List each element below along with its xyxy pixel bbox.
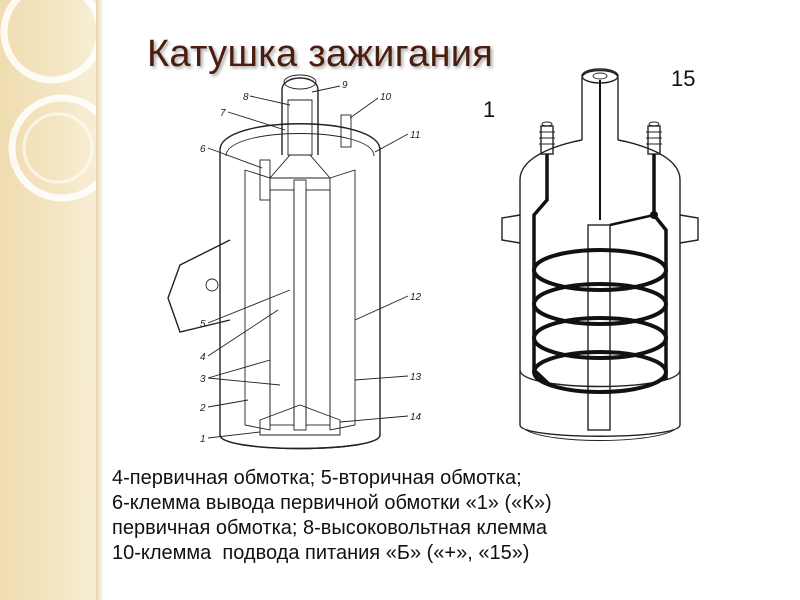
- cutaway-wall-right: [329, 169, 356, 431]
- slide-title: Катушка зажигания: [147, 33, 494, 75]
- cutaway-wall-left: [244, 169, 271, 431]
- schematic-core: [587, 224, 611, 431]
- caption: 4-первичная обмотка; 5-вторичная обмотка…: [112, 466, 552, 566]
- schematic-terminal-1: [539, 121, 555, 155]
- mounting-bracket: [167, 239, 231, 333]
- hv-tower: [281, 77, 319, 155]
- part-label-6: 6: [200, 144, 206, 155]
- part-label-11: 11: [410, 130, 420, 141]
- part-label-7: 7: [220, 108, 226, 119]
- caption-line-3: первичная обмотка; 8-высоковольтная клем…: [112, 517, 547, 539]
- caption-line-4: 10-клемма подвода питания «Б» («+», «15»…: [112, 542, 530, 564]
- coil-case: [219, 123, 381, 450]
- coil-cutaway-diagram: 1 2 3 4 5 6 7 8 9 10 11 12 13 14: [167, 74, 422, 450]
- part-label-14: 14: [410, 412, 422, 423]
- callout-15: 15: [671, 66, 696, 91]
- slide-decor-sidebar: [0, 0, 96, 600]
- leader-lines: [207, 85, 409, 439]
- part-label-2: 2: [199, 403, 206, 414]
- schematic-terminal-15: [646, 121, 662, 155]
- part-label-5: 5: [200, 319, 206, 330]
- caption-line-1: 4-первичная обмотка; 5-вторичная обмотка…: [112, 467, 522, 489]
- terminal-15: [340, 114, 352, 148]
- terminal-1: [259, 159, 271, 201]
- schematic-body: [519, 180, 681, 388]
- lug-left: [501, 214, 521, 244]
- part-label-10: 10: [380, 92, 392, 103]
- wire-terminal-1: [532, 154, 552, 387]
- part-label-1: 1: [200, 434, 206, 445]
- part-label-4: 4: [200, 352, 206, 363]
- wire-terminal-15: [652, 154, 668, 380]
- primary-winding: [269, 189, 295, 426]
- decor-circles: [0, 0, 96, 202]
- sidebar-shadow: [96, 0, 104, 600]
- lug-right: [679, 214, 699, 244]
- part-label-13: 13: [410, 372, 422, 383]
- part-label-8: 8: [243, 92, 249, 103]
- part-label-12: 12: [410, 292, 422, 303]
- coil-schematic-diagram: [501, 68, 699, 441]
- secondary-winding: [305, 189, 331, 426]
- bracket-hole: [205, 278, 219, 292]
- schematic-windings: [532, 248, 668, 394]
- part-label-9: 9: [342, 80, 348, 91]
- caption-line-2: 6-клемма вывода первичной обмотки «1» («…: [112, 492, 552, 514]
- core: [293, 179, 307, 431]
- part-label-3: 3: [200, 374, 206, 385]
- callout-1: 1: [483, 97, 496, 122]
